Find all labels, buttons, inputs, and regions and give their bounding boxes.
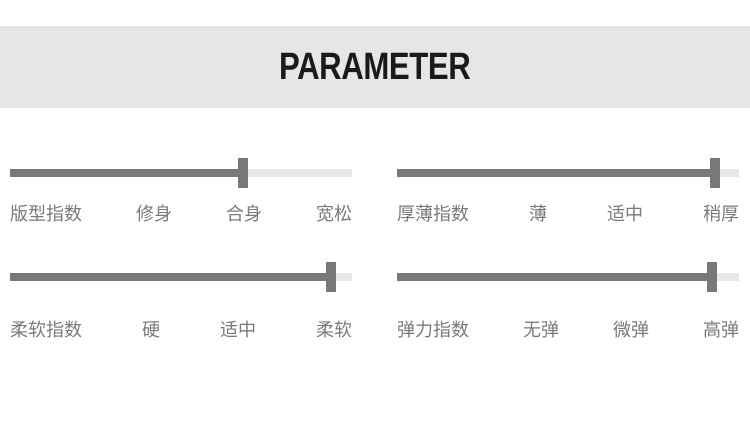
param-title-label: 弹力指数 bbox=[397, 320, 469, 341]
param-title-label: 柔软指数 bbox=[10, 320, 82, 341]
scale-high-label: 稍厚 bbox=[703, 204, 739, 225]
scale-high-label: 高弹 bbox=[703, 320, 739, 341]
param-fit: 版型指数 修身 合身 宽松 bbox=[10, 158, 352, 226]
scale-low-label: 修身 bbox=[136, 204, 172, 225]
slider-thumb bbox=[710, 158, 721, 188]
scale-low-label: 无弹 bbox=[523, 320, 559, 341]
scale-high-label: 柔软 bbox=[316, 320, 352, 341]
slider-fill bbox=[397, 273, 712, 281]
scale-mid-label: 合身 bbox=[226, 204, 262, 225]
elasticity-slider bbox=[397, 262, 739, 292]
param-elasticity: 弹力指数 无弹 微弹 高弹 bbox=[397, 262, 739, 342]
param-labels: 版型指数 修身 合身 宽松 bbox=[10, 200, 352, 226]
slider-thumb bbox=[706, 262, 717, 292]
thickness-slider bbox=[397, 158, 739, 188]
param-softness: 柔软指数 硬 适中 柔软 bbox=[10, 262, 352, 342]
scale-mid-label: 微弹 bbox=[613, 320, 649, 341]
scale-high-label: 宽松 bbox=[316, 204, 352, 225]
softness-slider bbox=[10, 262, 352, 292]
scale-mid-label: 适中 bbox=[220, 320, 256, 341]
fit-slider bbox=[10, 158, 352, 188]
scale-low-label: 硬 bbox=[142, 320, 160, 341]
param-title-label: 厚薄指数 bbox=[397, 204, 469, 225]
slider-thumb bbox=[237, 158, 248, 188]
param-labels: 厚薄指数 薄 适中 稍厚 bbox=[397, 200, 739, 226]
slider-thumb bbox=[326, 262, 337, 292]
param-title-label: 版型指数 bbox=[10, 204, 82, 225]
header-title: PARAMETER bbox=[279, 45, 471, 88]
param-thickness: 厚薄指数 薄 适中 稍厚 bbox=[397, 158, 739, 226]
slider-fill bbox=[10, 273, 332, 281]
param-labels: 弹力指数 无弹 微弹 高弹 bbox=[397, 316, 739, 342]
header-banner: PARAMETER bbox=[0, 26, 750, 108]
scale-low-label: 薄 bbox=[529, 204, 547, 225]
scale-mid-label: 适中 bbox=[607, 204, 643, 225]
param-labels: 柔软指数 硬 适中 柔软 bbox=[10, 316, 352, 342]
slider-fill bbox=[10, 169, 243, 177]
slider-fill bbox=[397, 169, 716, 177]
